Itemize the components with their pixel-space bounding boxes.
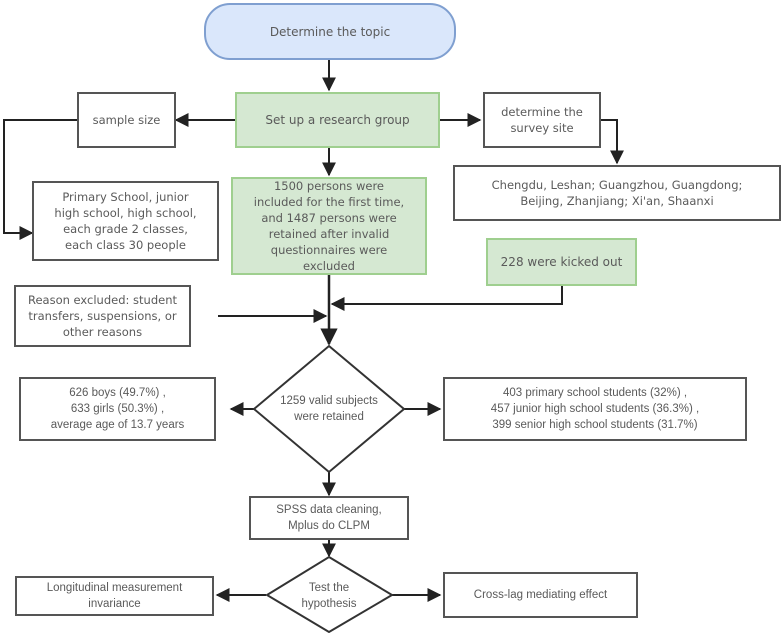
arrow-sample-size-to-detail (3, 119, 77, 240)
node-gender-stats: 626 boys (49.7%) , 633 girls (50.3%) , a… (19, 377, 216, 441)
node-measurement-invariance: Longitudinal measurement invariance (15, 576, 214, 616)
arrow-kicked-out-to-main (330, 286, 563, 311)
arrow-survey-site-to-sites (601, 119, 624, 165)
node-school-level-stats: 403 primary school students (32%) , 457 … (443, 377, 747, 441)
node-determine-topic: Determine the topic (204, 3, 456, 60)
node-reason-excluded: Reason excluded: student transfers, susp… (14, 285, 191, 347)
node-survey-site: determine the survey site (483, 92, 601, 148)
node-sample-detail: Primary School, junior high school, high… (32, 181, 219, 261)
node-research-group: Set up a research group (235, 92, 440, 148)
node-kicked-out: 228 were kicked out (486, 238, 637, 286)
node-included-persons: 1500 persons were included for the first… (231, 177, 427, 275)
decision-valid-subjects-shape (252, 344, 406, 474)
decision-hypothesis-shape (265, 555, 394, 633)
node-cross-lag-mediating: Cross-lag mediating effect (443, 572, 638, 618)
node-survey-sites-list: Chengdu, Leshan; Guangzhou, Guangdong; B… (453, 165, 781, 221)
decision-valid-subjects-label: 1259 valid subjects were retained (280, 395, 378, 423)
node-sample-size: sample size (77, 92, 176, 148)
decision-hypothesis-label: Test the hypothesis (301, 582, 357, 610)
node-spss-cleaning: SPSS data cleaning, Mplus do CLPM (249, 496, 409, 540)
